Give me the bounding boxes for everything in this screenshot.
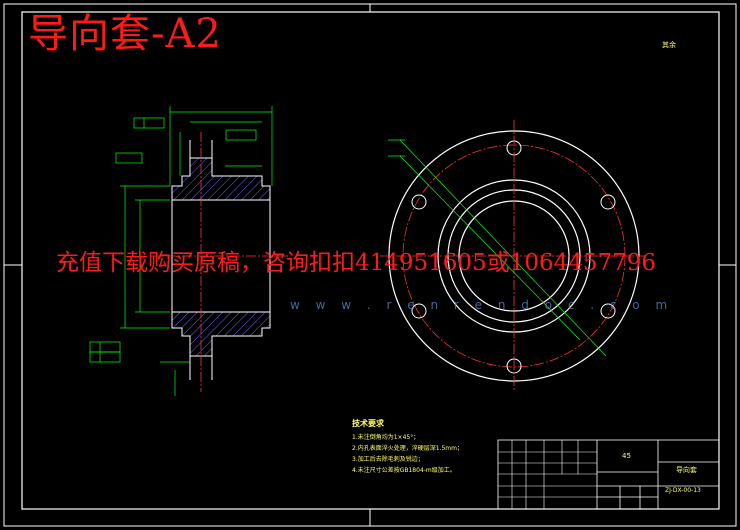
technical-note-item: 2.内孔表面淬火处理，淬硬层深1.5mm； (352, 445, 463, 452)
technical-notes: 技术要求 1.未注倒角均为1×45°； 2.内孔表面淬火处理，淬硬层深1.5mm… (352, 418, 463, 476)
technical-note-item: 3.加工后去除毛刺及锐边； (352, 456, 424, 463)
section-lower (171, 311, 271, 357)
title-block-drawing-code: ZJ-DX-00-13 (665, 487, 701, 494)
drawing-title: 导向套-A2 (28, 11, 222, 57)
watermark: w w w . r e n r e n d o c . c o m (290, 298, 674, 312)
roughness-note: 其余 (662, 41, 676, 49)
centering-marks (4, 4, 736, 526)
ad-banner: 充值下载购买原稿，咨询扣扣414951605或1064457796 (56, 250, 657, 276)
title-block-part-name: 导向套 (676, 466, 697, 474)
technical-note-item: 1.未注倒角均为1×45°； (352, 434, 420, 441)
technical-note-item: 4.未注尺寸公差按GB1804-m级加工。 (352, 467, 456, 474)
technical-notes-heading: 技术要求 (352, 419, 384, 428)
section-view (89, 106, 290, 396)
front-view (380, 120, 648, 392)
title-block (497, 439, 720, 510)
title-block-material: 45 (622, 452, 631, 460)
section-upper (171, 157, 271, 201)
